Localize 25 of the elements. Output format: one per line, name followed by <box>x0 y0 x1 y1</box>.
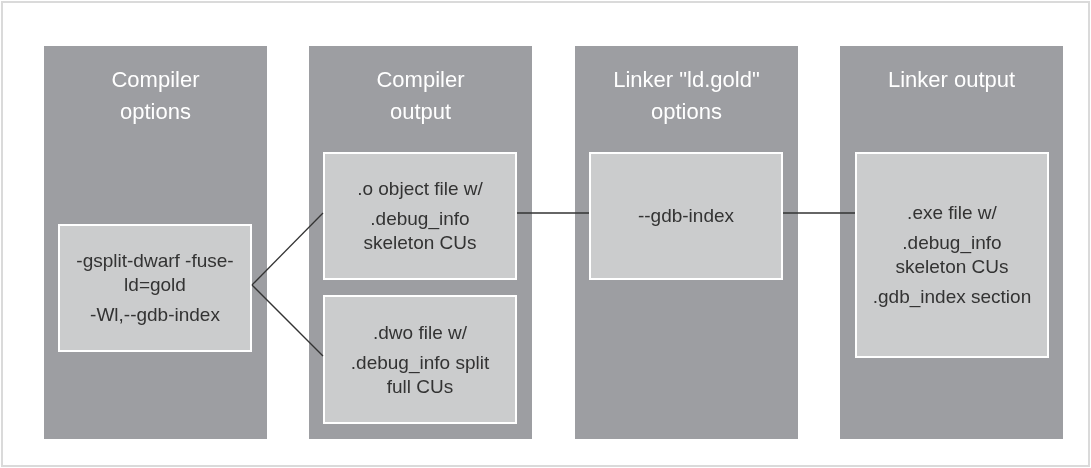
column-heading: Compiler options <box>110 66 201 126</box>
column-heading: Linker "ld.gold" options <box>612 66 761 126</box>
column-panel <box>309 46 532 439</box>
box-text: .exe file w/ <box>907 201 997 225</box>
box-text: .o object file w/ <box>357 177 483 201</box>
box-text: --gdb-index <box>637 204 735 228</box>
column-panel <box>575 46 798 439</box>
column-heading: Linker output <box>887 66 1016 94</box>
connector-line <box>516 212 590 214</box>
content-box <box>855 152 1049 358</box>
content-box <box>323 295 517 424</box>
box-text: -gsplit-dwarf -fuse-ld=gold <box>75 249 235 297</box>
content-box <box>589 152 783 280</box>
box-text: .dwo file w/ <box>373 320 467 345</box>
content-box <box>323 152 517 280</box>
column-panel <box>840 46 1063 439</box>
content-box <box>58 224 252 352</box>
column-panel <box>44 46 267 439</box>
box-text: .debug_info skeleton CUs <box>894 231 1010 279</box>
box-text: .gdb_index section <box>872 285 1032 309</box>
column-heading: Compiler output <box>375 66 466 126</box>
connector-line <box>782 212 856 214</box>
box-text: .debug_info skeleton CUs <box>362 207 478 255</box>
box-text: .debug_info split full CUs <box>349 350 491 399</box>
box-text: -Wl,--gdb-index <box>90 303 220 327</box>
